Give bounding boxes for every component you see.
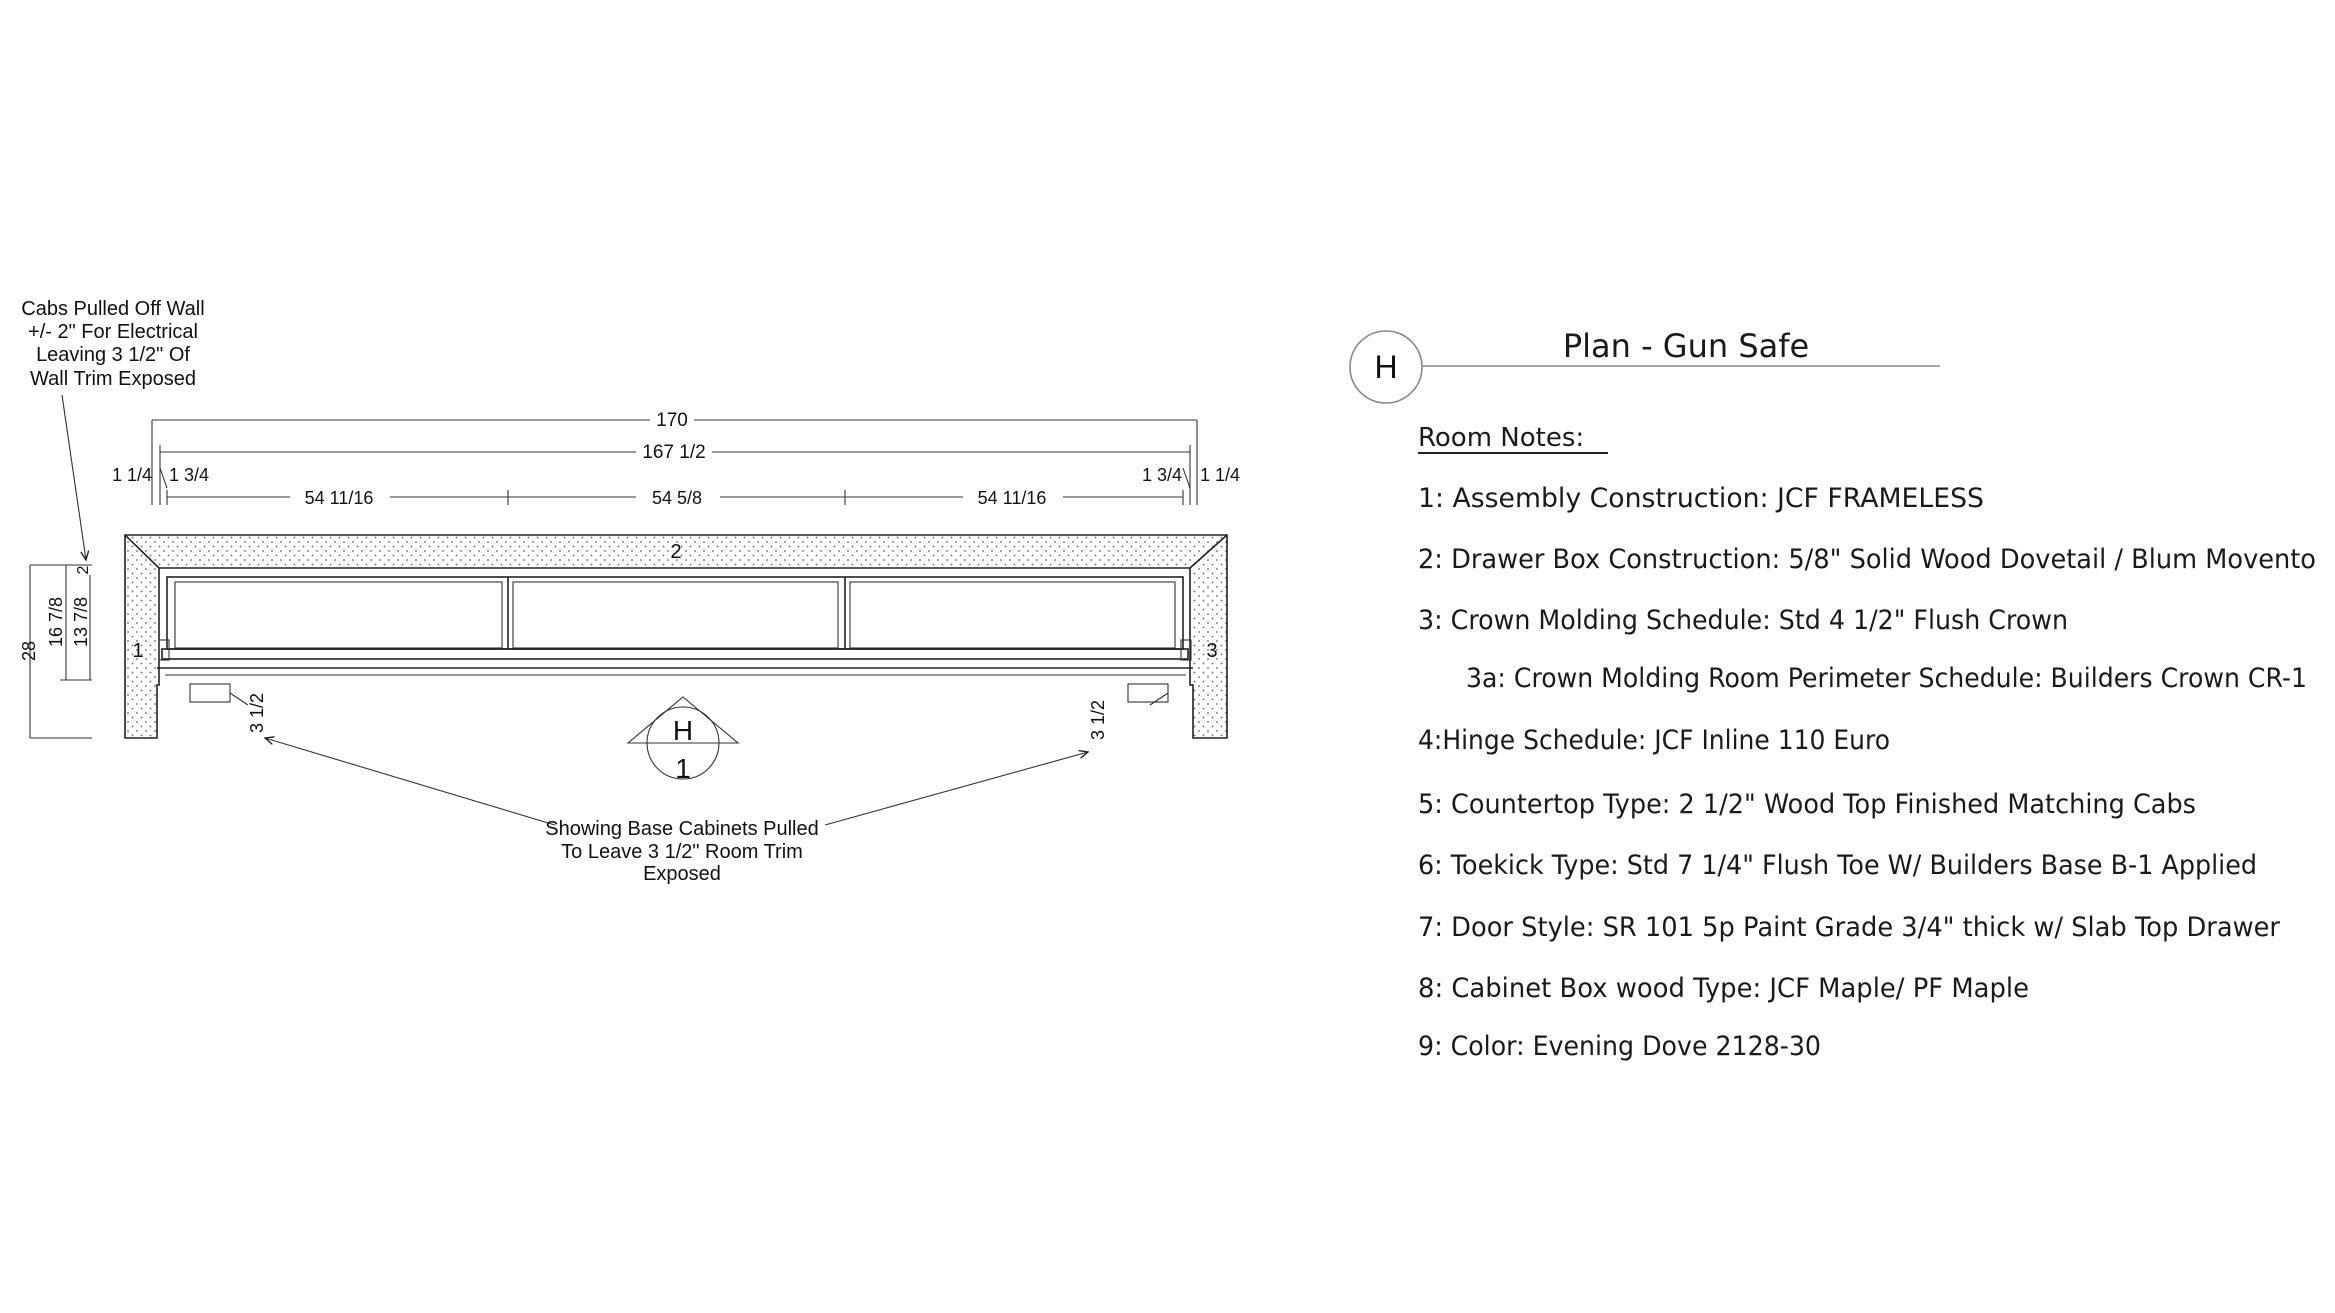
dim-right-inner: 1 3/4 bbox=[1142, 465, 1182, 485]
note-item: 6: Toekick Type: Std 7 1/4" Flush Toe W/… bbox=[1418, 850, 2257, 881]
title-marker-letter: H bbox=[1374, 349, 1397, 385]
dim-vertical-mid-label: 16 7/8 bbox=[46, 597, 66, 647]
trim-left-label: 3 1/2 bbox=[247, 693, 267, 733]
trim-leader bbox=[229, 692, 249, 706]
trim-right-label: 3 1/2 bbox=[1088, 700, 1108, 740]
dim-vertical-total-label: 28 bbox=[19, 641, 39, 661]
countertop-edge bbox=[161, 648, 1189, 660]
dim-left-inner: 1 3/4 bbox=[169, 465, 209, 485]
left-callout-line-3: Leaving 3 1/2" Of bbox=[36, 344, 190, 366]
filler-right bbox=[1180, 639, 1192, 661]
dim-overall-label: 170 bbox=[656, 410, 688, 431]
trim-left-box bbox=[189, 683, 231, 703]
tag-top: 2 bbox=[670, 541, 681, 563]
dim-tick bbox=[1182, 467, 1191, 489]
tag-left: 1 bbox=[132, 640, 143, 662]
note-item: 4:Hinge Schedule: JCF Inline 110 Euro bbox=[1418, 725, 1890, 756]
dim-inner-label: 167 1/2 bbox=[642, 442, 705, 463]
title-block: H Plan - Gun Safe bbox=[1349, 327, 1940, 404]
bottom-callout: Showing Base Cabinets Pulled To Leave 3 … bbox=[265, 738, 1088, 885]
dim-segment-1: 54 11/16 bbox=[305, 488, 374, 508]
elevation-marker-number: 1 bbox=[675, 753, 691, 784]
title-marker-circle bbox=[1349, 330, 1423, 404]
horizontal-dimensions: 170 167 1/2 1 1/4 1 3/4 1 3/4 1 1/4 54 1… bbox=[112, 408, 1240, 508]
wall-corner-line bbox=[1189, 534, 1228, 569]
trim-right-box bbox=[1127, 683, 1169, 703]
left-callout-line-1: Cabs Pulled Off Wall bbox=[21, 298, 204, 320]
cabinet-2 bbox=[512, 581, 839, 649]
tag-right: 3 bbox=[1206, 640, 1217, 662]
bottom-callout-leader-right bbox=[824, 752, 1088, 826]
wall-corner-line bbox=[124, 534, 160, 569]
filler-left bbox=[158, 639, 170, 661]
cabinet-run: 1 3 3 1/2 3 1/2 bbox=[132, 576, 1218, 740]
left-callout-line-2: +/- 2" For Electrical bbox=[28, 321, 198, 343]
bottom-callout-leader-left bbox=[265, 738, 556, 826]
vertical-dimensions: 28 16 7/8 13 7/8 2 bbox=[19, 564, 92, 739]
bottom-callout-line-2: To Leave 3 1/2" Room Trim bbox=[561, 841, 803, 863]
page-title: Plan - Gun Safe bbox=[1563, 327, 1809, 365]
note-item: 1: Assembly Construction: JCF FRAMELESS bbox=[1418, 483, 1984, 514]
bottom-callout-line-1: Showing Base Cabinets Pulled bbox=[545, 818, 819, 840]
dim-right-outer: 1 1/4 bbox=[1200, 465, 1240, 485]
cabinet-3 bbox=[849, 581, 1176, 649]
dim-segment-3: 54 11/16 bbox=[978, 488, 1047, 508]
room-walls: 2 bbox=[124, 534, 1228, 739]
trim-leader bbox=[1149, 692, 1169, 706]
note-item: 2: Drawer Box Construction: 5/8" Solid W… bbox=[1418, 544, 2316, 575]
dim-left-outer: 1 1/4 bbox=[112, 465, 152, 485]
left-callout: Cabs Pulled Off Wall +/- 2" For Electric… bbox=[21, 298, 205, 560]
elevation-marker: H 1 bbox=[626, 696, 740, 784]
note-item: 5: Countertop Type: 2 1/2" Wood Top Fini… bbox=[1418, 789, 2196, 820]
dim-tick bbox=[159, 467, 168, 489]
dim-segment-2: 54 5/8 bbox=[652, 488, 702, 508]
note-item: 9: Color: Evening Dove 2128-30 bbox=[1418, 1031, 1821, 1062]
dim-vertical-small-label: 13 7/8 bbox=[71, 597, 91, 647]
left-callout-line-4: Wall Trim Exposed bbox=[30, 368, 196, 390]
note-item: 3: Crown Molding Schedule: Std 4 1/2" Fl… bbox=[1418, 605, 2068, 636]
dim-vertical-top-label: 2 bbox=[75, 565, 92, 574]
left-callout-leader bbox=[61, 394, 86, 560]
cabinet-1 bbox=[174, 581, 503, 649]
room-notes: Room Notes: 1: Assembly Construction: JC… bbox=[1418, 423, 2316, 1062]
bottom-callout-line-3: Exposed bbox=[643, 863, 721, 885]
note-item: 8: Cabinet Box wood Type: JCF Maple/ PF … bbox=[1418, 973, 2029, 1004]
note-item: 7: Door Style: SR 101 5p Paint Grade 3/4… bbox=[1418, 912, 2281, 943]
elevation-marker-letter: H bbox=[673, 715, 693, 746]
notes-heading: Room Notes: bbox=[1418, 423, 1584, 453]
note-item: 3a: Crown Molding Room Perimeter Schedul… bbox=[1466, 663, 2307, 694]
cabinet-box bbox=[166, 576, 1184, 650]
